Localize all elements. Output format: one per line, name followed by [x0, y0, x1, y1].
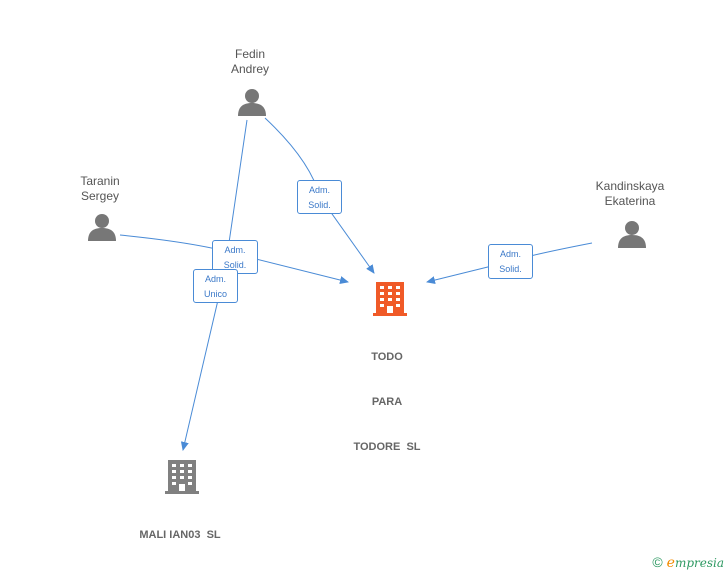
- person-label-fedin[interactable]: Fedin Andrey: [210, 47, 290, 77]
- person-name-line1: Fedin: [234, 47, 266, 61]
- person-label-kandinskaya[interactable]: Kandinskaya Ekaterina: [584, 179, 676, 209]
- person-name-line2: Andrey: [230, 62, 270, 76]
- edge-role-line1: Adm.: [308, 185, 330, 195]
- person-name-line2: Sergey: [80, 189, 120, 203]
- edge-label-fedin-todo[interactable]: Adm. Solid.: [297, 180, 342, 214]
- person-icon-fedin[interactable]: [238, 89, 266, 116]
- edge-role-line1: Adm.: [204, 274, 226, 284]
- brand-e: e: [666, 555, 675, 571]
- edge-role-line2: Solid.: [223, 260, 247, 270]
- edge-role-line1: Adm.: [499, 249, 521, 259]
- edge-label-kandinskaya-todo[interactable]: Adm. Solid.: [488, 244, 533, 279]
- building-icon-mali[interactable]: [165, 460, 199, 494]
- building-icon-todo[interactable]: [373, 282, 407, 316]
- copyright-icon: ©: [652, 554, 663, 570]
- empresia-logo[interactable]: ©empresia: [652, 554, 724, 571]
- edge-role-line2: Unico: [203, 289, 227, 299]
- edge-role-line2: Solid.: [499, 264, 522, 274]
- edge-role-line1: Adm.: [224, 245, 246, 255]
- company-name-line2: PARA: [371, 396, 403, 408]
- brand-name: mpresia: [674, 556, 724, 570]
- person-name-line1: Taranin: [80, 174, 120, 188]
- company-name-line3: TODORE SL: [353, 441, 421, 453]
- person-icon-kandinskaya[interactable]: [618, 221, 646, 248]
- company-name-line1: MALI IAN03 SL: [139, 529, 221, 541]
- company-label-todo[interactable]: TODO PARA TODORE SL: [337, 320, 437, 470]
- edge-label-fedin-mali[interactable]: Adm. Unico: [193, 269, 238, 303]
- person-label-taranin[interactable]: Taranin Sergey: [60, 174, 140, 204]
- edge-role-line2: Solid.: [308, 200, 331, 210]
- person-icon-taranin[interactable]: [88, 214, 116, 241]
- company-label-mali[interactable]: MALI IAN03 SL: [120, 498, 240, 558]
- person-name-line2: Ekaterina: [604, 194, 656, 208]
- company-name-line1: TODO: [371, 351, 403, 363]
- person-name-line1: Kandinskaya: [595, 179, 665, 193]
